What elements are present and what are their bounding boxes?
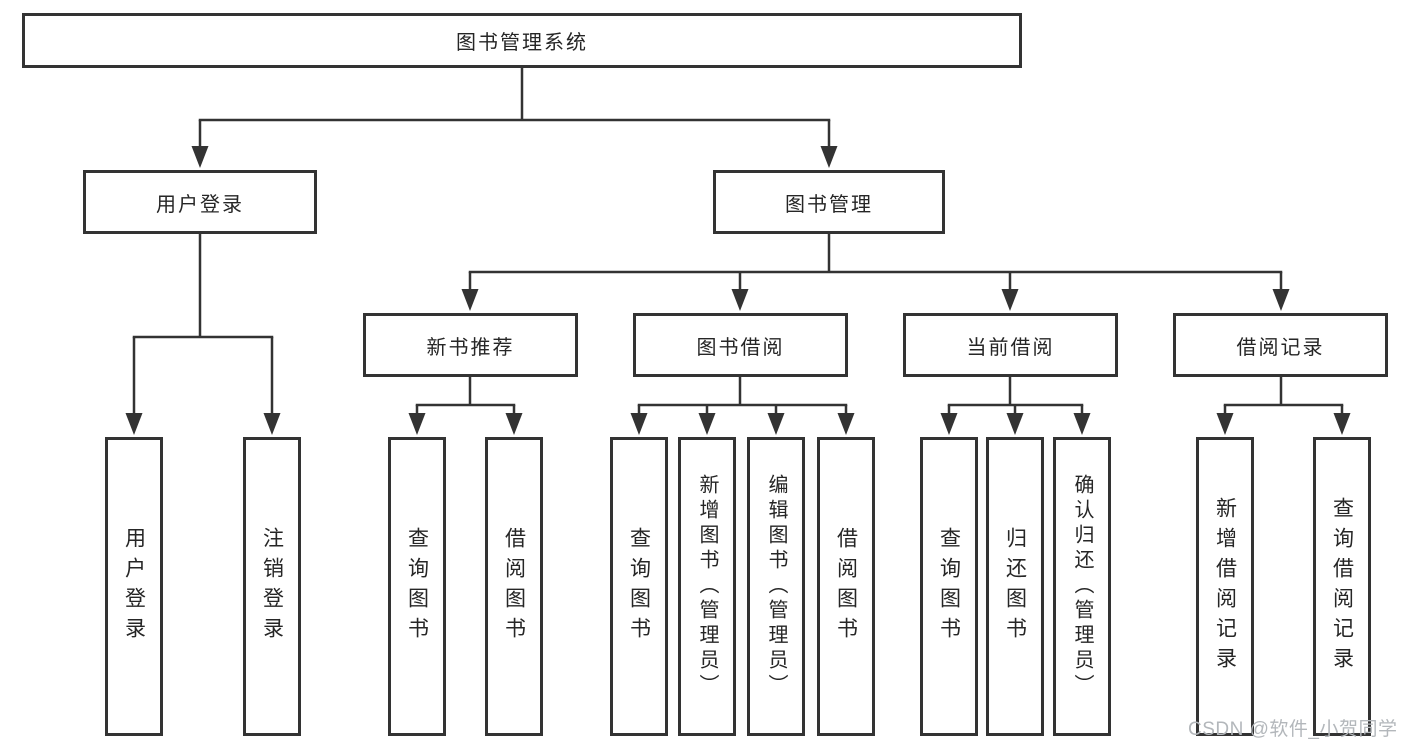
leaf-label: 归还图书 xyxy=(1003,526,1027,647)
leaf-label: 借阅图书 xyxy=(834,526,858,647)
leaf-current-query-books: 查询图书 xyxy=(920,437,978,736)
leaf-borrow-edit-books-admin: 编辑图书（管理员） xyxy=(747,437,805,736)
node-book-borrowing: 图书借阅 xyxy=(633,313,848,377)
leaf-newbooks-borrow-books: 借阅图书 xyxy=(485,437,543,736)
leaf-label: 新增借阅记录 xyxy=(1213,496,1237,677)
leaf-label: 确认归还（管理员） xyxy=(1071,474,1093,699)
leaf-borrow-borrow-books: 借阅图书 xyxy=(817,437,875,736)
node-user-login: 用户登录 xyxy=(83,170,317,234)
leaf-current-confirm-return-admin: 确认归还（管理员） xyxy=(1053,437,1111,736)
node-label: 图书管理系统 xyxy=(456,32,588,54)
leaf-label: 用户登录 xyxy=(122,526,146,647)
node-book-management: 图书管理 xyxy=(713,170,945,234)
node-label: 当前借阅 xyxy=(966,336,1055,359)
node-new-book-recommendation: 新书推荐 xyxy=(363,313,578,377)
leaf-label: 查询借阅记录 xyxy=(1330,496,1354,677)
csdn-watermark: CSDN @软件_小贺同学 xyxy=(1188,719,1398,740)
leaf-label: 查询图书 xyxy=(405,526,429,647)
node-borrowing-records: 借阅记录 xyxy=(1173,313,1388,377)
leaf-borrow-add-books-admin: 新增图书（管理员） xyxy=(678,437,736,736)
leaf-label: 编辑图书（管理员） xyxy=(765,474,787,699)
node-label: 用户登录 xyxy=(156,193,244,216)
leaf-records-add-borrow-record: 新增借阅记录 xyxy=(1196,437,1254,736)
leaf-current-return-books: 归还图书 xyxy=(986,437,1044,736)
leaf-borrow-query-books: 查询图书 xyxy=(610,437,668,736)
leaf-user-login: 用户登录 xyxy=(105,437,163,736)
leaf-label: 新增图书（管理员） xyxy=(696,474,718,699)
leaf-label: 查询图书 xyxy=(937,526,961,647)
node-library-management-system: 图书管理系统 xyxy=(22,13,1022,68)
leaf-newbooks-query-books: 查询图书 xyxy=(388,437,446,736)
leaf-logout: 注销登录 xyxy=(243,437,301,736)
leaf-label: 注销登录 xyxy=(260,526,284,647)
node-label: 新书推荐 xyxy=(426,336,515,359)
node-current-borrowing: 当前借阅 xyxy=(903,313,1118,377)
node-label: 借阅记录 xyxy=(1236,336,1325,359)
node-label: 图书借阅 xyxy=(696,336,785,359)
node-label: 图书管理 xyxy=(785,193,873,216)
connector-arrowheads xyxy=(125,146,1351,435)
leaf-records-query-borrow-record: 查询借阅记录 xyxy=(1313,437,1371,736)
leaf-label: 借阅图书 xyxy=(502,526,526,647)
leaf-label: 查询图书 xyxy=(627,526,651,647)
